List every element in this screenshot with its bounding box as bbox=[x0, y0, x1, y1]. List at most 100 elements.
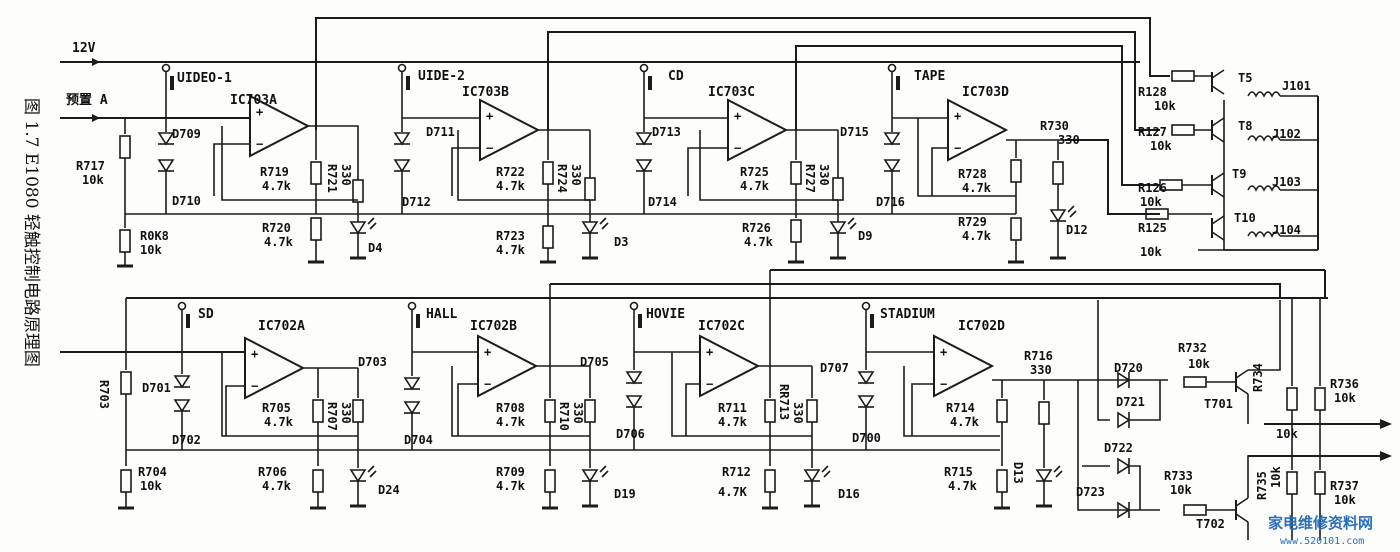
led-d3-label: D3 bbox=[614, 235, 628, 249]
channel-ic703b: UIDE-2 D711 D712 IC703B R722 4.7k R723 4… bbox=[393, 63, 628, 264]
r721-value: 330 bbox=[339, 164, 353, 186]
watermark-url: www.520101.com bbox=[1280, 536, 1364, 547]
r733-label: R733 bbox=[1164, 469, 1193, 483]
r710-label: R710 bbox=[557, 402, 571, 431]
r708-value: 4.7k bbox=[496, 415, 526, 429]
r128-label: R128 bbox=[1138, 85, 1167, 99]
led-d4-label: D4 bbox=[368, 241, 382, 255]
r727-label: R727 bbox=[803, 164, 817, 193]
r734-label: R734 bbox=[1251, 363, 1265, 392]
r714-label: R714 bbox=[946, 401, 975, 415]
r726-value: 4.7k bbox=[744, 235, 774, 249]
r716-label: R716 bbox=[1024, 349, 1053, 363]
r126-value: 10k bbox=[1140, 195, 1162, 209]
r128-value: 10k bbox=[1154, 99, 1176, 113]
r125-value: 10k bbox=[1140, 245, 1162, 259]
r711-label: R711 bbox=[718, 401, 747, 415]
r704-label: R704 bbox=[138, 465, 167, 479]
r725-label: R725 bbox=[740, 165, 769, 179]
r126-label: R126 bbox=[1138, 181, 1167, 195]
supply-label: 12V bbox=[72, 41, 96, 56]
channel-ic702a: SD D701 D702 IC702A R705 4.7k R706 4.7k … bbox=[142, 301, 400, 510]
switch-movie-label: HOVIE bbox=[646, 307, 685, 322]
r735-label: R735 bbox=[1255, 471, 1269, 500]
t10-label: T10 bbox=[1234, 211, 1256, 225]
d722-label: D722 bbox=[1104, 441, 1133, 455]
r719-value: 4.7k bbox=[262, 179, 292, 193]
switch-video1-label: UIDEO-1 bbox=[177, 71, 232, 86]
r711-value: 4.7k bbox=[718, 415, 748, 429]
d716-label: D716 bbox=[876, 195, 905, 209]
r718-label: R0K8 bbox=[140, 229, 169, 243]
r708-label: R708 bbox=[496, 401, 525, 415]
r707-value: 330 bbox=[339, 402, 353, 424]
caption-text: 图 1.7 E1080 轻触控制电路原理图 bbox=[21, 98, 41, 367]
d702-label: D702 bbox=[172, 433, 201, 447]
d712-label: D712 bbox=[402, 195, 431, 209]
r716-value: 330 bbox=[1030, 363, 1052, 377]
r705-value: 4.7k bbox=[264, 415, 294, 429]
r718-value: 10k bbox=[140, 243, 162, 257]
r730-label: R730 bbox=[1040, 119, 1069, 133]
r713-value: 330 bbox=[791, 402, 805, 424]
ic703b-label: IC703B bbox=[462, 85, 509, 100]
channel-ic702c: HOVIE D705 D706 IC702C R711 4.7k R712 4.… bbox=[580, 270, 860, 510]
r723-value: 4.7k bbox=[496, 243, 526, 257]
r724-value: 330 bbox=[569, 164, 583, 186]
r719-label: R719 bbox=[260, 165, 289, 179]
j104-label: J104 bbox=[1272, 223, 1301, 237]
t8-label: T8 bbox=[1238, 119, 1252, 133]
d711-label: D711 bbox=[426, 125, 455, 139]
d705-label: D705 bbox=[580, 355, 609, 369]
d703-label: D703 bbox=[358, 355, 387, 369]
switch-stadium-label: STADIUM bbox=[880, 307, 935, 322]
driver-block: D720 D721 D722 D723 R732 10k T701 R733 1… bbox=[1076, 298, 1392, 540]
r709-value: 4.7k bbox=[496, 479, 526, 493]
switch-tape-label: TAPE bbox=[914, 69, 945, 84]
r736-value: 10k bbox=[1334, 391, 1356, 405]
j101-label: J101 bbox=[1282, 79, 1311, 93]
ic702c-label: IC702C bbox=[698, 319, 745, 334]
ic702a-label: IC702A bbox=[258, 319, 305, 334]
switch-sd-label: SD bbox=[198, 307, 214, 322]
led-d12-label: D12 bbox=[1066, 223, 1088, 237]
switch-hall-label: HALL bbox=[426, 307, 457, 322]
ic703a-label: IC703A bbox=[230, 93, 277, 108]
switch-video2-label: UIDE-2 bbox=[418, 69, 465, 84]
r735-value: 10k bbox=[1269, 466, 1283, 488]
d707-label: D707 bbox=[820, 361, 849, 375]
led-d13-label: D13 bbox=[1011, 462, 1025, 484]
led-d9-label: D9 bbox=[858, 229, 872, 243]
r720-label: R720 bbox=[262, 221, 291, 235]
r722-value: 4.7k bbox=[496, 179, 526, 193]
ic703c-label: IC703C bbox=[708, 85, 755, 100]
r733-value: 10k bbox=[1170, 483, 1192, 497]
r713-label: RR713 bbox=[777, 384, 791, 420]
r712-value: 4.7K bbox=[718, 485, 748, 499]
channel-ic702d: STADIUM D707 D700 IC702D R714 4.7k R715 … bbox=[820, 301, 1112, 510]
d709-label: D709 bbox=[172, 127, 201, 141]
r732-value: 10k bbox=[1188, 357, 1210, 371]
d723-label: D723 bbox=[1076, 485, 1105, 499]
channel-ic703a: UIDEO-1 D709 D710 IC703A R719 4.7k R720 … bbox=[157, 63, 382, 264]
r722-label: R722 bbox=[496, 165, 525, 179]
r127-value: 10k bbox=[1150, 139, 1172, 153]
led-d16-label: D16 bbox=[838, 487, 860, 501]
watermark: 家电维修资料网 www.520101.com bbox=[1268, 514, 1373, 547]
r734-value: 10k bbox=[1276, 427, 1298, 441]
r732-label: R732 bbox=[1178, 341, 1207, 355]
r728-value: 4.7k bbox=[962, 181, 992, 195]
r707-label: R707 bbox=[325, 402, 339, 431]
j102-label: J102 bbox=[1272, 127, 1301, 141]
t701-label: T701 bbox=[1204, 397, 1233, 411]
r729-value: 4.7k bbox=[962, 229, 992, 243]
r705-label: R705 bbox=[262, 401, 291, 415]
d721-label: D721 bbox=[1116, 395, 1145, 409]
r724-label: R724 bbox=[555, 164, 569, 193]
channel-ic702b: HALL D703 D704 IC702B R708 4.7k R709 4.7… bbox=[358, 284, 636, 510]
output-switch-block: T5 J101 R128 10k T8 J102 R127 10k T9 J10… bbox=[1138, 69, 1319, 259]
r706-label: R706 bbox=[258, 465, 287, 479]
input-a-label: 预置 A bbox=[66, 93, 108, 108]
t9-label: T9 bbox=[1232, 167, 1246, 181]
r729-label: R729 bbox=[958, 215, 987, 229]
